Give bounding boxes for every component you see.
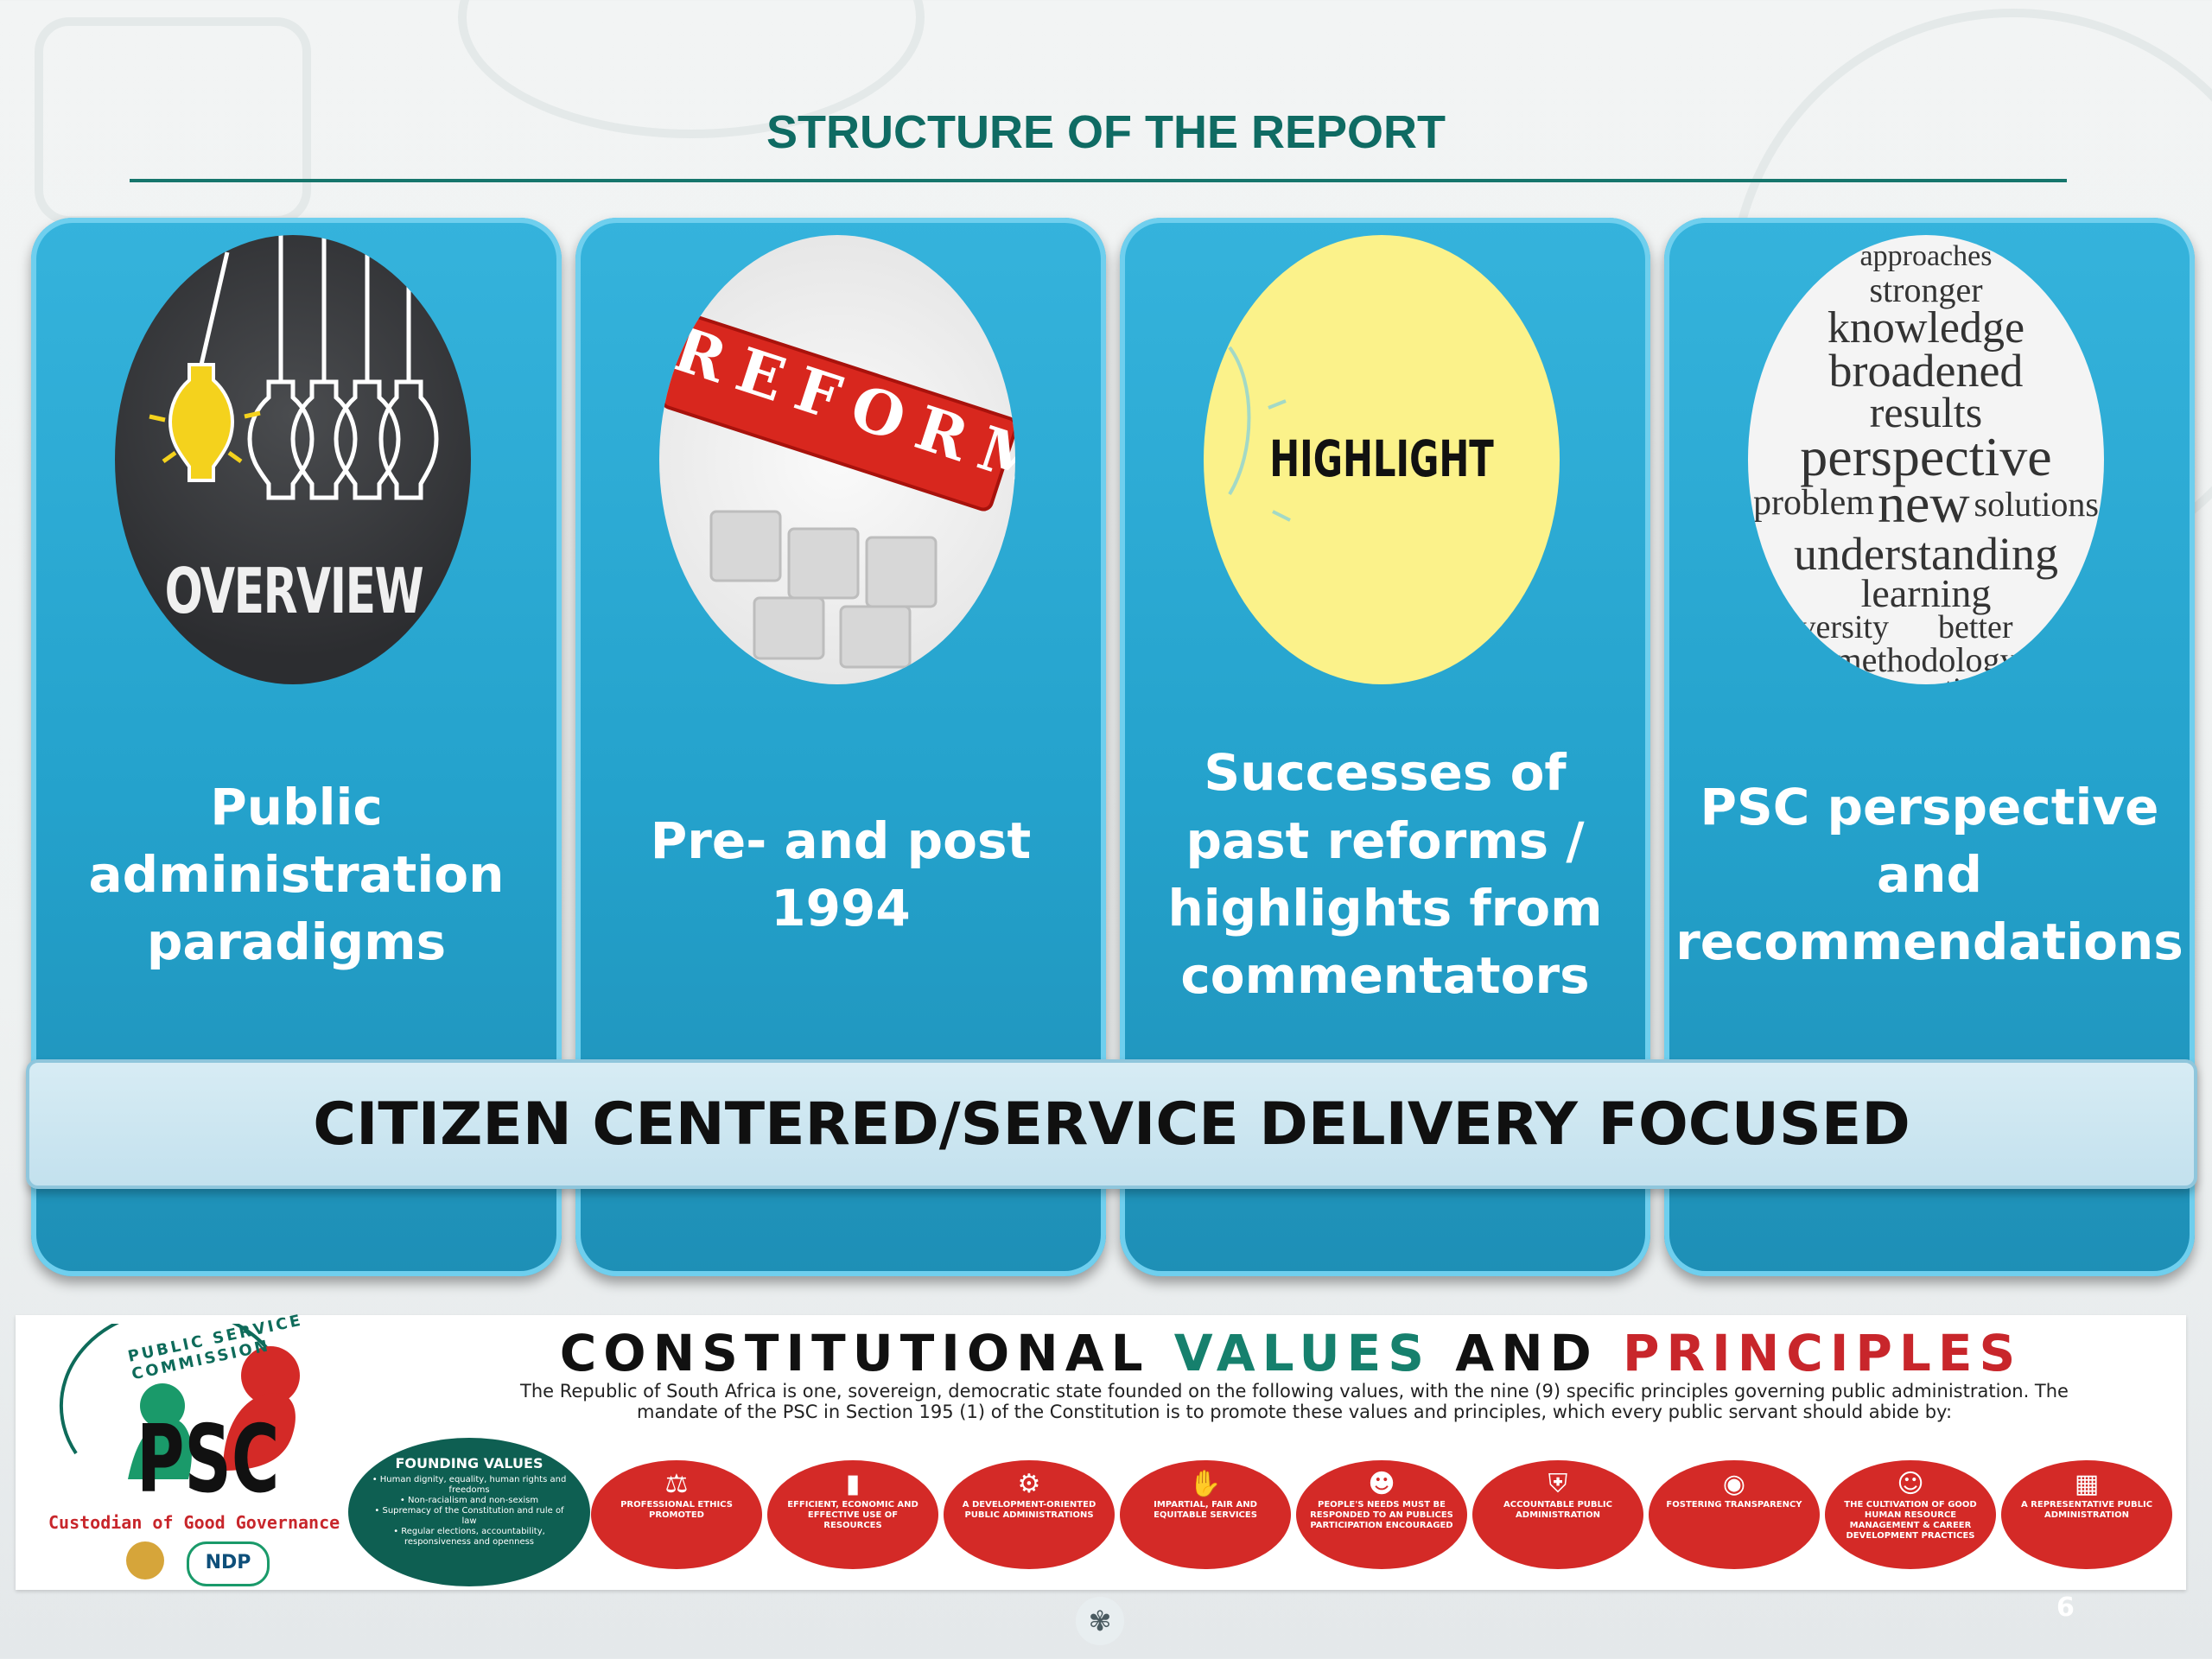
constitution-description: The Republic of South Africa is one, sov… <box>520 1381 2069 1422</box>
principle-circle: ☻ PEOPLE'S NEEDS MUST BE RESPONDED TO AN… <box>1296 1460 1467 1569</box>
word: innovation <box>1748 671 2104 684</box>
small-psc-logo-icon: ✾ <box>1076 1597 1124 1645</box>
reforms-image: REFORMS <box>659 235 1015 684</box>
word-cloud-image: approaches stronger knowledge broadened … <box>1748 235 2104 684</box>
word: approaches <box>1859 240 1993 272</box>
puzzle-icon <box>660 315 1015 669</box>
founding-values-list: • Human dignity, equality, human rights … <box>367 1475 571 1548</box>
principle-label: THE CULTIVATION OF GOOD HUMAN RESOURCE M… <box>1844 1500 1977 1541</box>
heading-word: PRINCIPLES <box>1622 1324 2023 1382</box>
people-icon: ☻ <box>1368 1469 1395 1499</box>
word: methodology <box>1834 640 2018 679</box>
psc-tagline: Custodian of Good Governance <box>48 1512 340 1533</box>
overview-image: OVERVIEW <box>115 235 471 684</box>
group-icon: ☺ <box>1897 1469 1924 1499</box>
psc-emblem-icon <box>59 1324 300 1479</box>
principle-label: ACCOUNTABLE PUBLIC ADMINISTRATION <box>1503 1500 1612 1520</box>
founding-value: • Human dignity, equality, human rights … <box>372 1475 567 1495</box>
page-title: STRUCTURE OF THE REPORT <box>766 106 1446 158</box>
principle-circle: ◉ FOSTERING TRANSPARENCY <box>1649 1460 1820 1569</box>
word: learning <box>1860 571 1992 615</box>
word: understanding <box>1794 528 2058 580</box>
column-text: Public administration paradigms <box>88 777 505 972</box>
coat-of-arms-icon <box>126 1541 164 1580</box>
principle-label: PROFESSIONAL ETHICS PROMOTED <box>620 1500 733 1520</box>
word: solutions <box>1974 485 2099 524</box>
principle-label: A DEVELOPMENT-ORIENTED PUBLIC ADMINISTRA… <box>962 1500 1096 1520</box>
scales-icon: ⚖ <box>664 1469 689 1499</box>
principle-circle: ⚖ PROFESSIONAL ETHICS PROMOTED <box>591 1460 762 1569</box>
founding-values-circle: FOUNDING VALUES • Human dignity, equalit… <box>348 1438 590 1586</box>
word: results <box>1869 388 1983 436</box>
principle-label: PEOPLE'S NEEDS MUST BE RESPONDED TO AN P… <box>1310 1500 1453 1530</box>
calendar-icon: ▦ <box>2074 1469 2100 1499</box>
highlight-image: HIGHLIGHT <box>1204 235 1560 684</box>
principle-label: IMPARTIAL, FAIR AND EQUITABLE SERVICES <box>1154 1500 1257 1520</box>
constitutional-values-heading: CONSTITUTIONAL VALUES AND PRINCIPLES <box>404 1324 2177 1382</box>
word: knowledge <box>1827 303 2025 353</box>
principle-circle: ✋ IMPARTIAL, FAIR AND EQUITABLE SERVICES <box>1120 1460 1291 1569</box>
psc-logo-text: PSC <box>137 1406 280 1514</box>
page-number: 6 <box>2056 1592 2075 1623</box>
principle-circle: ⛨ ACCOUNTABLE PUBLIC ADMINISTRATION <box>1472 1460 1643 1569</box>
word: diversity <box>1774 609 1889 645</box>
highlight-image-label: HIGHLIGHT <box>1269 429 1494 488</box>
word: problem <box>1753 483 1874 523</box>
principle-circle: ▮ EFFICIENT, ECONOMIC AND EFFECTIVE USE … <box>767 1460 938 1569</box>
title-divider <box>130 179 2067 182</box>
bar-chart-icon: ▮ <box>845 1469 861 1499</box>
principle-circle: ⚙ A DEVELOPMENT-ORIENTED PUBLIC ADMINIST… <box>944 1460 1115 1569</box>
word: stronger <box>1869 270 1983 309</box>
principle-label: FOSTERING TRANSPARENCY <box>1666 1500 1802 1510</box>
founding-values-title: FOUNDING VALUES <box>395 1455 543 1471</box>
citizen-banner: CITIZEN CENTERED/SERVICE DELIVERY FOCUSE… <box>26 1059 2197 1189</box>
principle-label: EFFICIENT, ECONOMIC AND EFFECTIVE USE OF… <box>787 1500 918 1530</box>
principle-circle: ☺ THE CULTIVATION OF GOOD HUMAN RESOURCE… <box>1825 1460 1996 1569</box>
ndp-text: NDP <box>205 1552 251 1573</box>
column-text: Pre- and post 1994 <box>650 810 1032 938</box>
overview-image-label: OVERVIEW <box>164 555 424 627</box>
banner-text: CITIZEN CENTERED/SERVICE DELIVERY FOCUSE… <box>313 1090 1910 1159</box>
column-text: PSC perspective and recommendations <box>1675 777 2183 972</box>
psc-logo: PUBLIC SERVICE COMMISSION PSC <box>50 1311 327 1514</box>
heading-word: AND <box>1455 1324 1599 1382</box>
word: broadened <box>1828 345 2024 397</box>
shield-icon: ⛨ <box>1548 1469 1568 1499</box>
word: new <box>1878 473 1970 534</box>
principle-label: A REPRESENTATIVE PUBLIC ADMINISTRATION <box>2020 1500 2153 1520</box>
heading-word: VALUES <box>1173 1324 1431 1382</box>
founding-value: • Non-racialism and non-sexism <box>399 1496 539 1505</box>
founding-value: • Supremacy of the Constitution and rule… <box>374 1506 564 1526</box>
heading-word: CONSTITUTIONAL <box>559 1324 1150 1382</box>
highlight-icon <box>1228 346 1291 522</box>
ndp-logo: NDP <box>187 1541 270 1586</box>
word: perspective <box>1800 426 2052 487</box>
lightbulbs-icon <box>149 235 439 500</box>
constitutional-values-panel: PUBLIC SERVICE COMMISSION PSC Custodian … <box>16 1311 2186 1590</box>
founding-value: • Regular elections, accountability, res… <box>393 1527 545 1547</box>
gear-icon: ⚙ <box>1017 1469 1041 1499</box>
principle-circle: ▦ A REPRESENTATIVE PUBLIC ADMINISTRATION <box>2001 1460 2172 1569</box>
word-cloud-icon: approaches stronger knowledge broadened … <box>1748 235 2104 684</box>
handshake-icon: ✋ <box>1189 1469 1222 1499</box>
eye-icon: ◉ <box>1722 1469 1746 1499</box>
word: better <box>1938 609 2013 645</box>
column-text: Successes of past reforms / highlights f… <box>1167 743 1603 1006</box>
